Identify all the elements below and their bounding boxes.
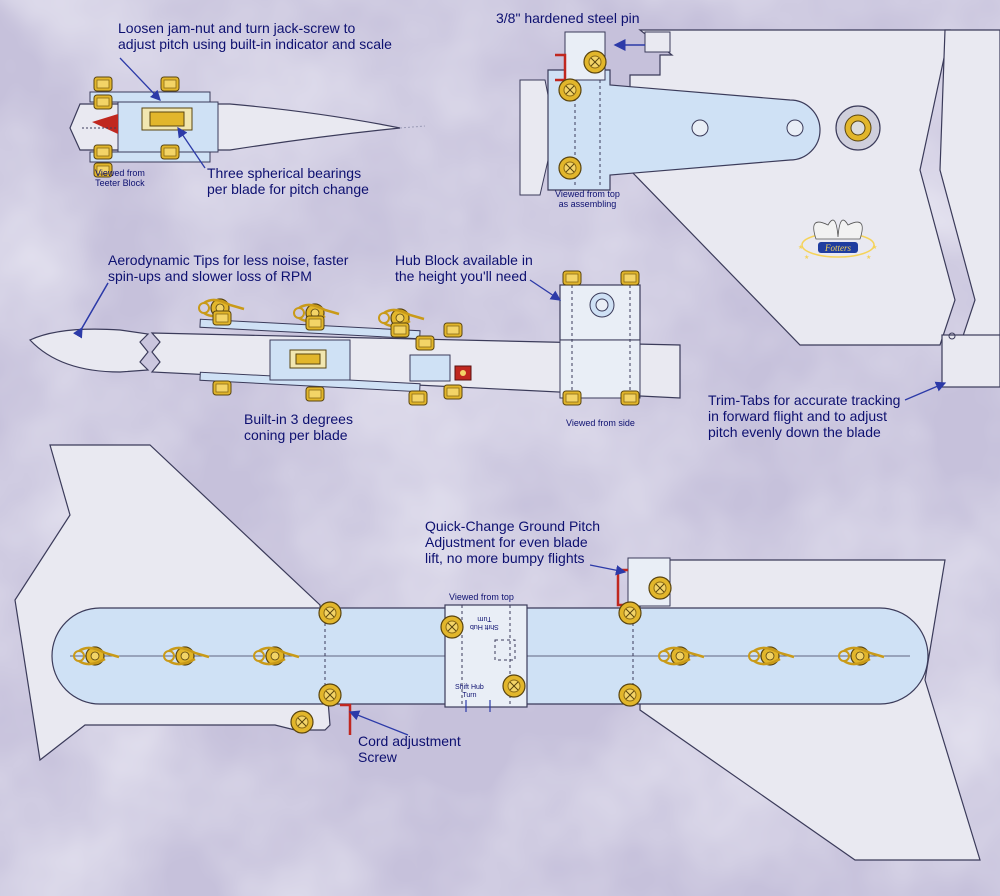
svg-text:★: ★: [866, 254, 871, 261]
label-shift-hub-lower: Shift Hub Turn: [455, 684, 484, 699]
svg-text:★: ★: [798, 244, 803, 251]
label-shift-hub-upper: Shift Hub Turn: [470, 615, 499, 630]
label-hub-block: Hub Block available in the height you'll…: [395, 252, 533, 284]
label-bearings: Three spherical bearings per blade for p…: [207, 165, 369, 197]
label-ground-pitch: Quick-Change Ground Pitch Adjustment for…: [425, 518, 601, 566]
label-cord-screw: Cord adjustment Screw: [358, 733, 461, 765]
svg-text:★: ★: [804, 254, 809, 261]
label-viewed-teeter: Viewed from Teeter Block: [95, 168, 145, 188]
label-pitch-adjust: Loosen jam-nut and turn jack-screw to ad…: [118, 20, 392, 52]
side-view: [28, 270, 1000, 406]
label-trim-tabs: Trim-Tabs for accurate tracking in forwa…: [708, 392, 901, 440]
eagle-star-logo-icon: Fotters ★ ★ ★ ★: [798, 219, 877, 261]
label-viewed-side: Viewed from side: [566, 418, 635, 428]
teeter-view: [69, 57, 426, 178]
label-coning: Built-in 3 degrees coning per blade: [244, 411, 353, 443]
label-viewed-top: Viewed from top: [449, 592, 514, 602]
bottom-top-view: [14, 444, 981, 861]
svg-text:★: ★: [872, 244, 877, 251]
top-assembly-view: [519, 29, 1000, 346]
logo-text: Fotters: [824, 243, 851, 253]
label-aero-tips: Aerodynamic Tips for less noise, faster …: [108, 252, 349, 284]
label-viewed-top-assembling: Viewed from top as assembling: [555, 189, 620, 209]
label-steel-pin: 3/8" hardened steel pin: [496, 10, 640, 26]
